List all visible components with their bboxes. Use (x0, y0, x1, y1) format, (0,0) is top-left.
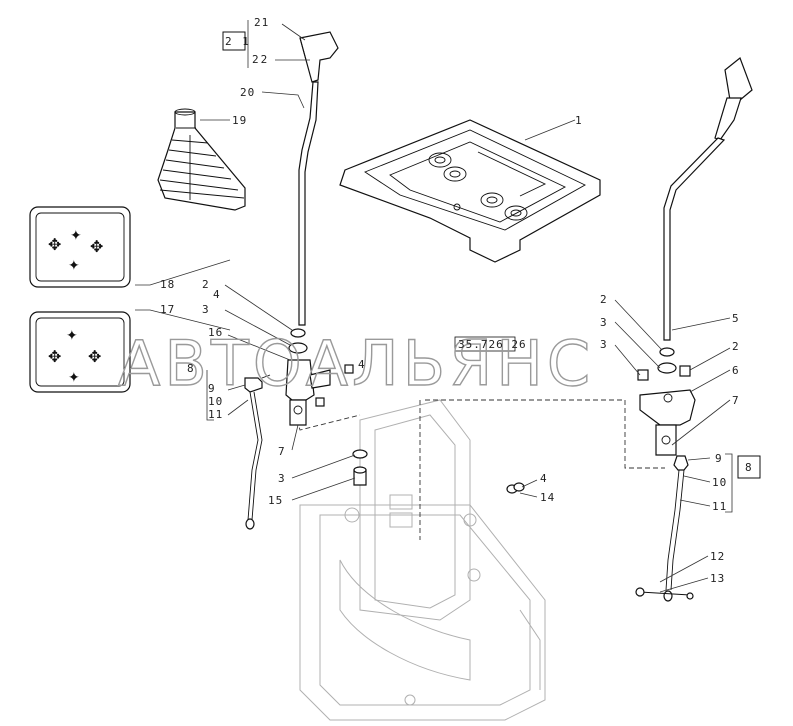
watermark: АВТОАЛЬЯНС (118, 327, 594, 400)
rubber-boot (157, 108, 246, 211)
callout-15: 15 (268, 494, 283, 507)
callout-22: 22 (252, 53, 269, 66)
callout-4-nut: 4 (540, 472, 548, 485)
callout-18: 18 (160, 278, 175, 291)
svg-text:✥: ✥ (88, 347, 101, 366)
callout-9-left: 9 (208, 382, 216, 395)
callout-13: 13 (710, 572, 725, 585)
control-plate (339, 119, 601, 263)
callout-2: 2 (202, 278, 210, 291)
callout-20: 20 (240, 86, 255, 99)
callout-21: 21 (254, 16, 269, 29)
callout-11-left: 11 (208, 408, 223, 421)
callout-3-bolt: 3 (278, 472, 286, 485)
callout-4: 4 (358, 358, 366, 371)
boxed-ref-21: 2 1 (225, 35, 251, 48)
callout-10: 10 (712, 476, 727, 489)
callout-12: 12 (710, 550, 725, 563)
callout-3-right: 3 (600, 316, 608, 329)
right-control-lever (637, 57, 753, 456)
svg-text:✦: ✦ (68, 370, 80, 386)
left-linkage-rod (244, 374, 271, 530)
callout-9: 9 (715, 452, 723, 465)
svg-text:✥: ✥ (90, 237, 103, 256)
callout-1: 1 (575, 114, 583, 127)
callout-14: 14 (540, 491, 555, 504)
chassis-frame-ghost (299, 399, 546, 721)
decal-18: ✥ ✦ ✥ ✦ (29, 206, 131, 288)
callout-8: 8 (187, 362, 195, 375)
callout-10-left: 10 (208, 395, 223, 408)
boxed-references (222, 31, 761, 479)
callout-4-right-b: 3 (600, 338, 608, 351)
decal-17: ✦ ✥ ✥ ✦ (29, 311, 131, 393)
callout-4-right: 2 (732, 340, 740, 353)
boxed-ref-8: 8 (745, 461, 754, 474)
svg-text:✥: ✥ (48, 347, 61, 366)
reference-code: 35.726 26 (458, 338, 527, 351)
svg-text:✦: ✦ (66, 328, 78, 344)
nut-14 (506, 482, 525, 494)
bolt-15 (352, 449, 368, 486)
callout-17: 17 (160, 303, 175, 316)
callout-16: 16 (208, 326, 223, 339)
callout-7: 7 (732, 394, 740, 407)
callout-2-right: 2 (600, 293, 608, 306)
callout-5: 5 (732, 312, 740, 325)
callout-19: 19 (232, 114, 247, 127)
callout-11: 11 (712, 500, 727, 513)
svg-text:✦: ✦ (70, 228, 82, 244)
left-control-lever (285, 31, 354, 426)
svg-text:✥: ✥ (48, 235, 61, 254)
callout-6: 6 (732, 364, 740, 377)
right-linkage-rod (635, 455, 694, 602)
callout-7-left: 7 (278, 445, 286, 458)
leader-lines (135, 20, 733, 593)
callout-3-left-b: 4 (213, 288, 221, 301)
callout-3: 3 (202, 303, 210, 316)
svg-text:✦: ✦ (68, 258, 80, 274)
